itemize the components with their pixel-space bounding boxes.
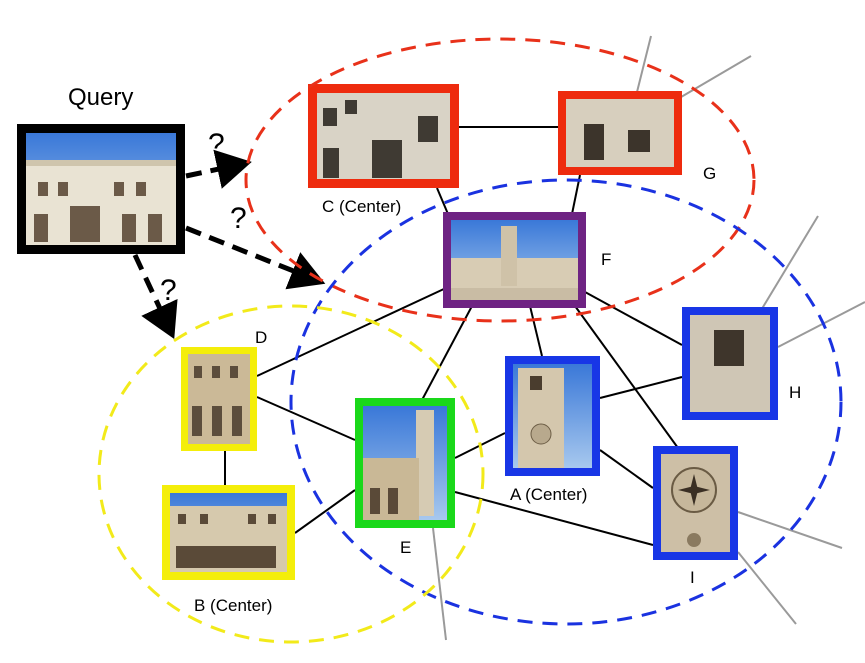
node-label-c: C (Center): [322, 197, 402, 216]
node-i-image: [653, 446, 738, 560]
cluster-ellipses: [97, 37, 843, 644]
node-h-image: [682, 307, 778, 420]
node-label-h: H: [789, 383, 802, 402]
external-edge: [432, 527, 447, 641]
query-image: [17, 124, 185, 254]
node-label-a: A (Center): [510, 485, 588, 504]
query-arrows: [132, 149, 326, 340]
graph-edges: [224, 126, 683, 546]
external-edge: [635, 35, 652, 97]
node-f-image: [443, 212, 586, 308]
edge-c-f: [436, 187, 449, 215]
cluster-blue: [289, 178, 843, 626]
edge-f-d: [256, 287, 447, 377]
edge-a-h: [599, 376, 683, 399]
node-label-e: E: [400, 538, 412, 557]
edge-f-e: [421, 305, 473, 401]
node-e-image: [355, 398, 455, 528]
node-label-b: B (Center): [194, 596, 273, 615]
query-title: Query: [68, 84, 134, 111]
external-edges: [432, 35, 865, 641]
edge-f-h: [584, 291, 683, 346]
external-edge: [737, 511, 843, 549]
arrow-to-f-cluster: [185, 225, 326, 290]
question-mark-3: ?: [160, 274, 177, 307]
edge-d-e: [256, 396, 356, 441]
arrow-to-d-cluster: [132, 253, 178, 340]
node-b-image: [162, 485, 295, 580]
node-c-image: [308, 84, 459, 188]
node-g-image: [558, 91, 682, 175]
question-mark-2: ?: [230, 202, 247, 235]
external-edge: [759, 215, 819, 313]
node-label-f: F: [601, 250, 612, 269]
node-label-d: D: [255, 328, 268, 347]
external-edge: [737, 551, 797, 625]
edge-f-i: [574, 305, 679, 449]
node-a-image: [505, 356, 600, 476]
external-edge: [777, 301, 865, 348]
arrow-to-c-cluster: [185, 149, 252, 189]
node-d-image: [181, 347, 257, 451]
cluster-red: [244, 37, 756, 323]
question-mark-1: ?: [208, 128, 225, 161]
cluster-yellow: [97, 304, 485, 644]
edge-f-a: [529, 305, 543, 357]
node-label-g: G: [703, 164, 717, 183]
edge-a-i: [599, 449, 654, 489]
node-label-i: I: [690, 568, 695, 587]
external-edge: [675, 55, 752, 101]
edge-e-i: [454, 491, 654, 546]
edge-b-e: [294, 489, 356, 534]
